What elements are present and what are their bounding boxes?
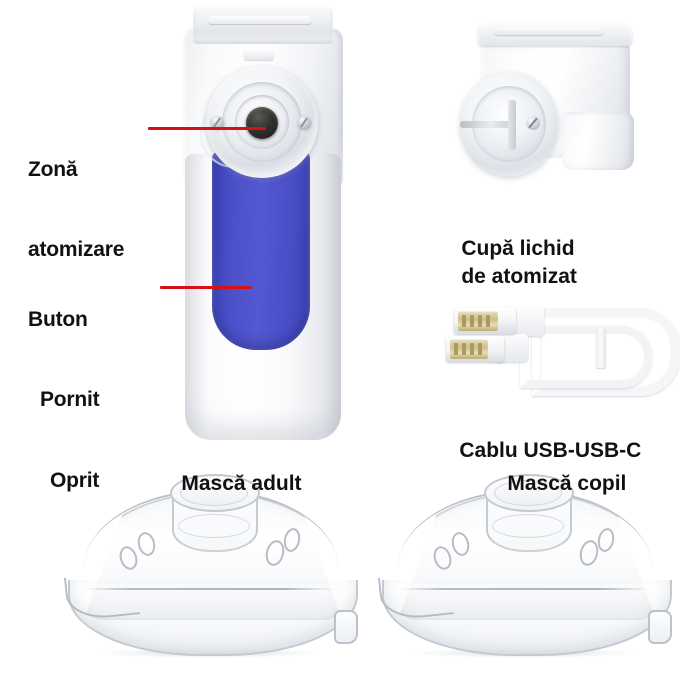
caption-masca-adult-line1: Mască adult	[181, 472, 302, 496]
pointer-line-atomizer	[148, 127, 266, 130]
label-zona-atomizare: Zonă atomizare	[28, 103, 124, 318]
label-zona-atomizare-line2: atomizare	[28, 238, 125, 262]
nebulizer-device-image: ⏻	[178, 4, 348, 440]
cup-spout	[562, 112, 634, 170]
mask-port-opening	[180, 480, 248, 506]
cup-screw-icon	[526, 116, 540, 130]
mask-strap-clip	[334, 610, 358, 644]
mask-seam-line	[400, 588, 648, 590]
device-chamber-tab	[244, 48, 274, 60]
adult-mask-image	[60, 470, 360, 660]
caption-masca-adult: Mască adult	[158, 443, 302, 525]
usb-contacts-top-icon	[458, 311, 498, 331]
screw-left-icon	[211, 116, 224, 129]
label-buton-line1: Buton	[28, 307, 88, 331]
label-buton-line2: Pornit	[40, 388, 100, 412]
screw-right-icon	[298, 116, 311, 129]
cup-vane	[508, 100, 516, 150]
mask-port-ring-lower	[178, 514, 250, 538]
label-zona-atomizare-line1: Zonă	[28, 157, 78, 181]
device-top-cap	[193, 4, 333, 44]
usb-cable-image	[446, 292, 680, 402]
caption-cupa-line1: Cupă lichid	[461, 237, 575, 261]
caption-masca-copil-line1: Mască copil	[507, 472, 627, 496]
label-buton-pornit-oprit: Buton Pornit Oprit	[28, 253, 100, 549]
mask-port-opening	[494, 480, 562, 506]
cable-tie	[596, 328, 606, 368]
liquid-cup-image	[452, 8, 652, 198]
mask-strap-clip	[648, 610, 672, 644]
caption-cupa-lichid: Cupă lichid de atomizat	[438, 208, 577, 317]
cup-lid-seam	[494, 28, 604, 35]
cable-loop-inner	[520, 326, 652, 388]
device-cap-seam	[208, 16, 312, 24]
cup-nozzle-stem	[460, 121, 510, 128]
label-buton-line3: Oprit	[50, 469, 100, 492]
caption-cupa-line2: de atomizat	[461, 264, 577, 288]
caption-masca-copil: Mască copil	[484, 443, 626, 525]
caption-cablu-usb: Cablu USB-USB-C	[436, 410, 641, 492]
caption-cablu-line1: Cablu USB-USB-C	[459, 439, 642, 463]
pointer-line-power-button	[160, 286, 252, 289]
device-blue-panel	[212, 152, 310, 350]
mask-seam-line	[86, 588, 334, 590]
child-mask-image	[374, 470, 674, 660]
atomizer-mesh-core	[246, 107, 278, 139]
cable-loop-outer	[532, 308, 680, 396]
mask-port-ring-lower	[492, 514, 564, 538]
usb-contacts-bottom-icon	[450, 339, 488, 359]
